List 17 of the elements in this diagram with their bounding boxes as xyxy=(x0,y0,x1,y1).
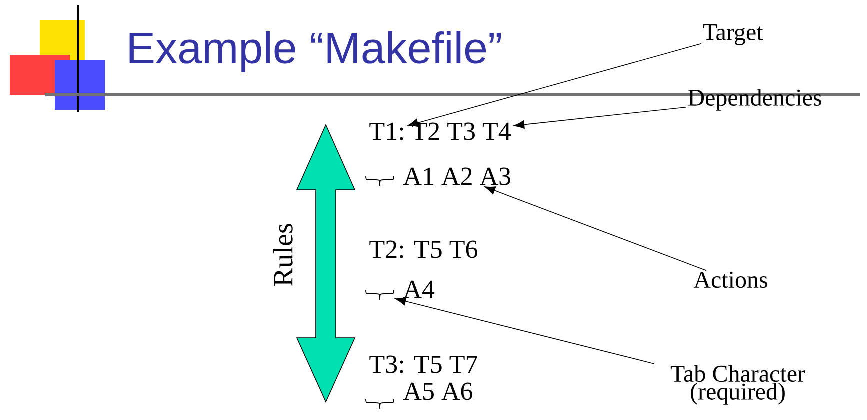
leader-line xyxy=(484,186,707,272)
code-text: A1 A2 A3 xyxy=(403,168,510,186)
title: Example “Makefile” xyxy=(130,32,502,72)
code-text: A5 A6 xyxy=(403,382,472,400)
code-text: T3: T5 T7 xyxy=(370,356,478,374)
code-text: T2: T5 T6 xyxy=(370,240,478,258)
axis-label: Rules xyxy=(273,224,293,286)
callout-label: Actions xyxy=(694,272,768,288)
code-text: A4 xyxy=(403,280,435,298)
callout-label: Target xyxy=(703,24,764,46)
callout-label: Dependencies xyxy=(688,89,822,111)
code-text: T1: xyxy=(370,122,404,140)
leader-line xyxy=(514,106,687,129)
tab-mark xyxy=(366,290,394,300)
callout-label: Tab Character (required) xyxy=(670,365,806,405)
leader-line xyxy=(408,43,702,128)
leader-line xyxy=(395,297,655,364)
